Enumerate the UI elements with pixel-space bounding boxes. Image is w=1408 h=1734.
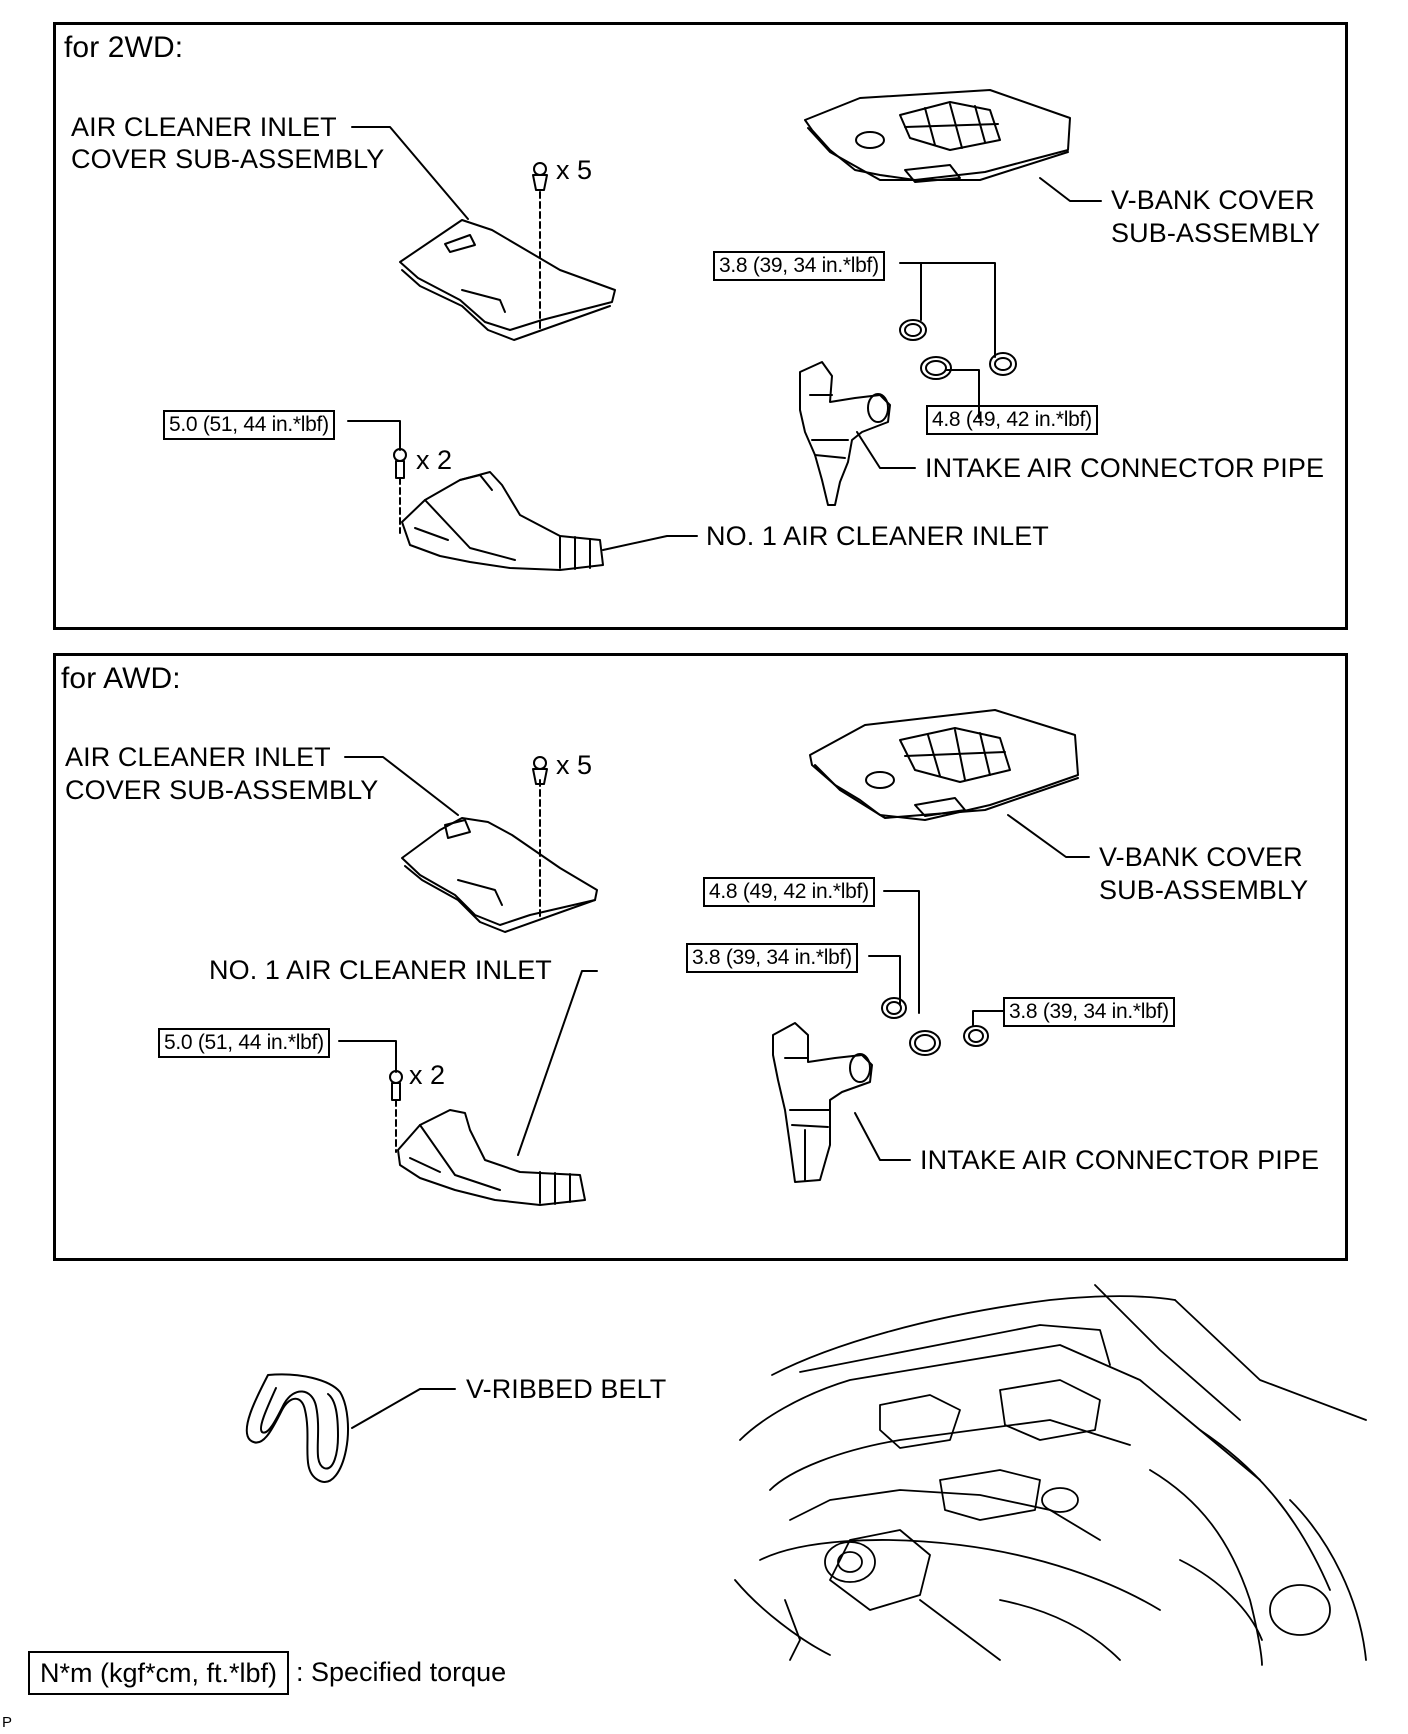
figure-code: P <box>2 1714 13 1731</box>
panel-2wd-heading: for 2WD: <box>64 31 184 64</box>
inlet-cover-label-awd-line1: AIR CLEANER INLET <box>65 742 331 772</box>
clip-awd-icon <box>532 756 548 785</box>
inlet-cover-2wd-icon <box>399 219 616 341</box>
v-ribbed-belt-icon <box>245 1373 349 1483</box>
clamp-awd-right-icon <box>963 1025 989 1047</box>
inlet-cover-label-2wd-line1: AIR CLEANER INLET <box>71 112 337 142</box>
clamp-awd-left-icon <box>881 997 907 1019</box>
torque-clamp-lower-2wd: 4.8 (49, 42 in.*lbf) <box>926 405 1098 435</box>
legend-torque-box: N*m (kgf*cm, ft.*lbf) <box>28 1651 290 1695</box>
vbank-label-awd-line2: SUB-ASSEMBLY <box>1099 875 1309 905</box>
panel-awd-heading: for AWD: <box>61 662 181 695</box>
bolt-awd-icon <box>389 1070 403 1101</box>
vbank-label-2wd-line1: V-BANK COVER <box>1111 185 1315 215</box>
cleaner-inlet-label-awd: NO. 1 AIR CLEANER INLET <box>209 955 552 985</box>
legend-text: : Specified torque <box>296 1657 507 1687</box>
clamp-awd-middle-icon <box>909 1030 941 1056</box>
clamp-2wd-top-icon <box>899 319 927 341</box>
intake-connector-pipe-2wd-icon <box>799 361 891 506</box>
bolt-2wd-icon <box>393 448 407 479</box>
cleaner-inlet-label-2wd: NO. 1 AIR CLEANER INLET <box>706 521 1049 551</box>
torque-clamp-b-awd: 3.8 (39, 34 in.*lbf) <box>686 943 858 973</box>
torque-clamp-top-2wd: 3.8 (39, 34 in.*lbf) <box>713 251 885 281</box>
panel-2wd <box>53 22 1348 630</box>
inlet-cover-label-awd-line2: COVER SUB-ASSEMBLY <box>65 775 379 805</box>
leader-lines-2wd <box>347 126 1102 551</box>
vbank-cover-awd-icon <box>809 709 1079 821</box>
inlet-cover-label-2wd-line2: COVER SUB-ASSEMBLY <box>71 144 385 174</box>
inlet-cover-awd-icon <box>401 817 598 933</box>
connector-pipe-label-awd: INTAKE AIR CONNECTOR PIPE <box>920 1145 1320 1175</box>
bolt-qty-awd: x 2 <box>409 1060 446 1090</box>
clip-2wd-icon <box>532 162 548 191</box>
air-cleaner-inlet-awd-icon <box>397 1109 586 1206</box>
vbank-label-2wd-line2: SUB-ASSEMBLY <box>1111 218 1321 248</box>
leader-lines-awd <box>338 756 1090 1161</box>
vbank-label-awd-line1: V-BANK COVER <box>1099 842 1303 872</box>
belt-leader <box>351 1388 456 1429</box>
engine-bay-sketch-icon <box>734 1284 1367 1666</box>
connector-pipe-label-2wd: INTAKE AIR CONNECTOR PIPE <box>925 453 1325 483</box>
belt-label: V-RIBBED BELT <box>466 1374 667 1404</box>
clip-qty-2wd: x 5 <box>556 155 593 185</box>
air-cleaner-inlet-2wd-icon <box>401 471 604 571</box>
clamp-2wd-middle-icon <box>920 356 952 380</box>
torque-bolt-2wd: 5.0 (51, 44 in.*lbf) <box>163 410 335 440</box>
torque-bolt-awd: 5.0 (51, 44 in.*lbf) <box>158 1028 330 1058</box>
torque-clamp-c-awd: 3.8 (39, 34 in.*lbf) <box>1003 997 1175 1027</box>
intake-connector-pipe-awd-icon <box>772 1022 873 1183</box>
bolt-qty-2wd: x 2 <box>416 445 453 475</box>
vbank-cover-2wd-icon <box>804 89 1071 183</box>
clip-qty-awd: x 5 <box>556 750 593 780</box>
clamp-2wd-right-icon <box>989 352 1017 376</box>
torque-clamp-a-awd: 4.8 (49, 42 in.*lbf) <box>703 877 875 907</box>
